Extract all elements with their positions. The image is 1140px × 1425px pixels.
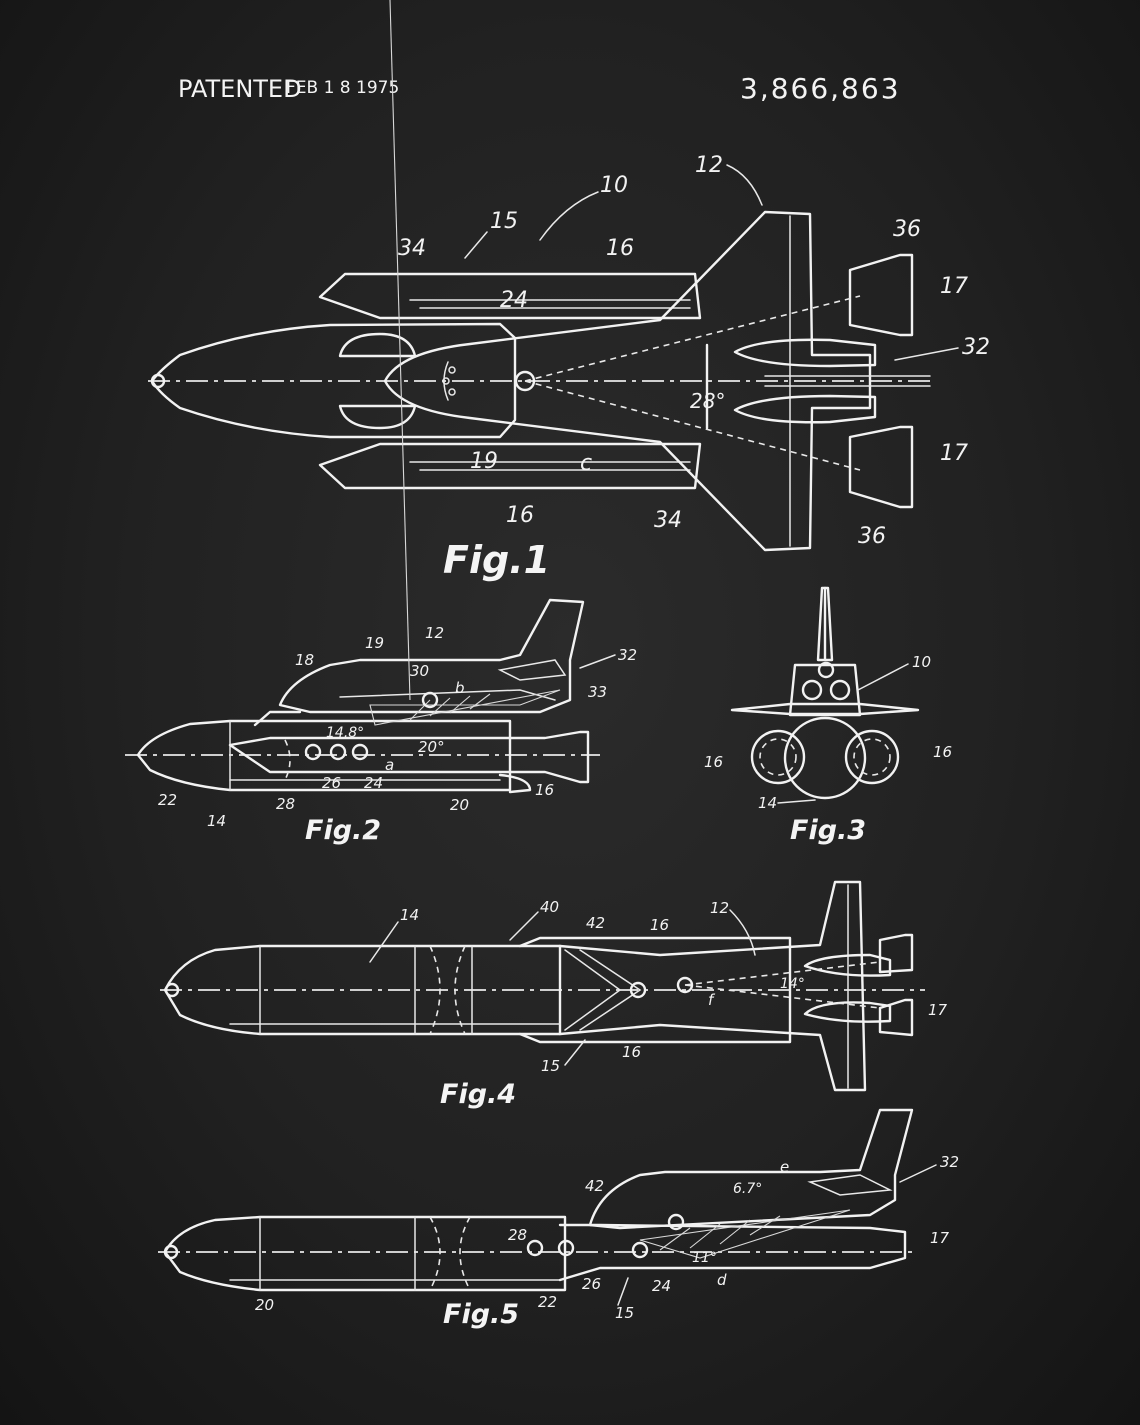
ref-b: b: [455, 679, 465, 697]
external-tank: [136, 719, 512, 792]
angle-28: 28°: [690, 389, 725, 413]
engine-lower: [848, 425, 914, 509]
ref-15: 15: [615, 1304, 634, 1322]
ref-10: 10: [912, 653, 931, 671]
figure-4: 14 40 42 16 12 14° f 17 16 15 Fig.4: [160, 880, 948, 1110]
ref-32: 32: [618, 646, 637, 664]
ref-d: d: [717, 1271, 727, 1289]
ref-33: 33: [588, 683, 607, 701]
ref-16: 16: [535, 781, 554, 799]
ref-19: 19: [365, 634, 384, 652]
figure-1: 10 12 15 34 16 24 36 17 32 28° 17 19 c 1…: [148, 153, 990, 582]
ref-17: 17: [940, 274, 968, 299]
ref-26: 26: [582, 1275, 601, 1293]
angle-6-7: 6.7°: [733, 1181, 762, 1197]
angle-14-8: 14.8°: [326, 725, 364, 741]
external-tank: [163, 1215, 567, 1292]
ref-34: 34: [398, 236, 426, 261]
ref-16: 16: [606, 236, 634, 261]
ref-24: 24: [652, 1277, 671, 1295]
ref-17: 17: [930, 1229, 950, 1247]
tank-circle: [783, 716, 867, 800]
fig1-caption: Fig.1: [443, 538, 550, 582]
ref-40: 40: [540, 898, 559, 916]
ref-32: 32: [940, 1153, 959, 1171]
ref-16-b: 16: [933, 743, 952, 761]
ref-16-b: 16: [506, 503, 534, 528]
ref-22: 22: [158, 791, 177, 809]
ref-17: 17: [928, 1001, 948, 1019]
ref-24: 24: [500, 288, 528, 313]
patented-label: PATENTED: [178, 75, 302, 103]
ref-c: c: [580, 451, 592, 476]
booster: [228, 730, 590, 784]
orbiter-side: [278, 598, 585, 714]
figure-5: 42 6.7° e 32 28 11° 17 26 24 d 20 22 15 …: [158, 1108, 959, 1330]
ref-42: 42: [586, 914, 605, 932]
ref-15: 15: [490, 209, 518, 234]
ref-26: 26: [322, 774, 341, 792]
ref-20: 20: [450, 796, 469, 814]
figure-3: 10 16 16 14 Fig.3: [704, 586, 952, 846]
booster-lower: [318, 442, 702, 490]
ref-32: 32: [962, 335, 990, 360]
patent-date: FEB 1 8 1975: [286, 78, 399, 98]
ref-20: 20: [255, 1296, 274, 1314]
tank-nose: [150, 373, 166, 389]
ref-15: 15: [541, 1057, 560, 1075]
center-of-gravity: [514, 370, 536, 392]
fig5-caption: Fig.5: [443, 1299, 519, 1330]
ref-36-b: 36: [858, 524, 886, 549]
ref-24: 24: [364, 774, 383, 792]
booster-upper: [318, 272, 702, 320]
ref-28: 28: [508, 1226, 527, 1244]
angle-20: 20°: [418, 738, 445, 756]
patent-number: 3,866,863: [740, 72, 901, 105]
fig3-caption: Fig.3: [790, 815, 866, 846]
ref-12: 12: [695, 153, 723, 178]
ref-19: 19: [470, 449, 498, 474]
ref-f: f: [708, 991, 716, 1009]
ref-28: 28: [276, 795, 295, 813]
ref-16-b: 16: [622, 1043, 641, 1061]
angle-11: 11°: [692, 1250, 717, 1266]
ref-42: 42: [585, 1177, 604, 1195]
angle-14: 14°: [780, 976, 805, 992]
ref-18: 18: [295, 651, 314, 669]
ref-30: 30: [410, 662, 429, 680]
fig4-caption: Fig.4: [440, 1079, 516, 1110]
tail-fin: [816, 586, 834, 662]
ref-14: 14: [207, 812, 226, 830]
ref-17-b: 17: [940, 441, 968, 466]
orbiter-side: [588, 1108, 914, 1230]
ref-14: 14: [400, 906, 419, 924]
orbiter-plan: [383, 210, 872, 552]
ref-16: 16: [650, 916, 669, 934]
ref-16: 16: [704, 753, 723, 771]
orbiter-plan: [558, 880, 867, 1092]
ref-10: 10: [600, 173, 628, 198]
ref-e: e: [780, 1158, 789, 1176]
ref-12: 12: [425, 624, 444, 642]
engine-upper: [848, 253, 914, 337]
ref-36: 36: [893, 217, 921, 242]
ref-12: 12: [710, 899, 729, 917]
wings: [730, 702, 920, 716]
figure-2: 18 19 12 30 b 32 33 14.8° 20° a 26 24 28…: [125, 0, 637, 846]
ref-14: 14: [758, 794, 777, 812]
fig2-caption: Fig.2: [305, 815, 381, 846]
ref-a: a: [385, 756, 394, 774]
ref-34-b: 34: [654, 508, 682, 533]
ref-22: 22: [538, 1293, 557, 1311]
